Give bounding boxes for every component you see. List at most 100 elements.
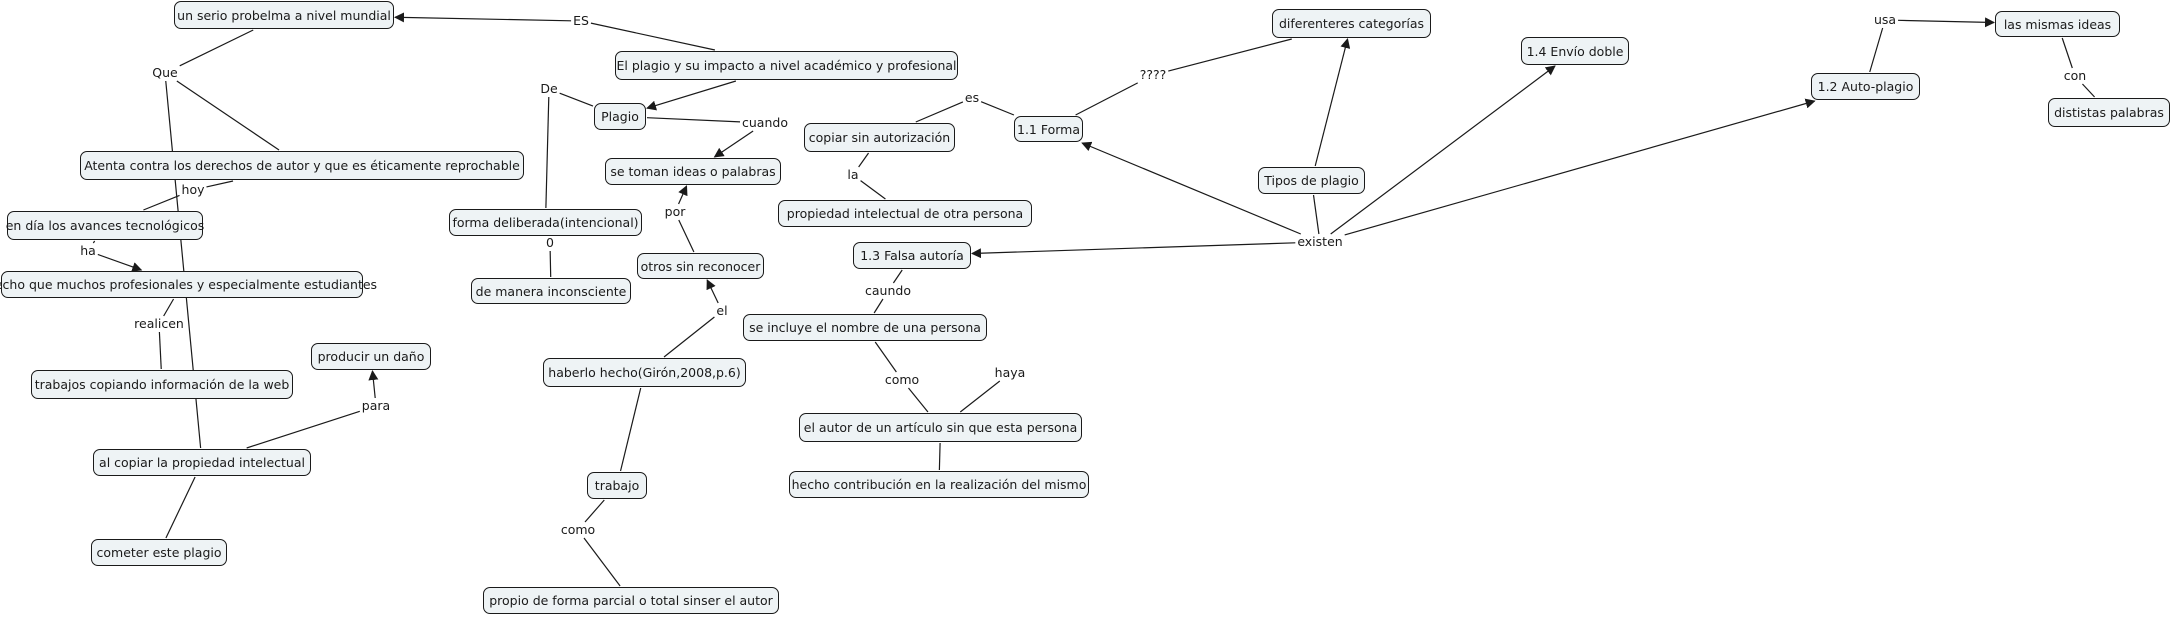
connection-line-n22-n23 bbox=[938, 442, 941, 471]
connection-line-l_existen-n20 bbox=[971, 242, 1296, 259]
concept-node-trabajos-copiando[interactable]: trabajos copiando información de la web bbox=[31, 370, 293, 399]
link-phrase-ha[interactable]: ha bbox=[79, 243, 97, 258]
concept-node-envio-doble[interactable]: 1.4 Envío doble bbox=[1521, 37, 1629, 65]
connection-line-l_por-n4 bbox=[678, 185, 688, 205]
link-phrase-por[interactable]: por bbox=[663, 204, 687, 219]
connection-line-n1-l_que bbox=[179, 29, 254, 67]
concept-node-falsa-autoria[interactable]: 1.3 Falsa autoría bbox=[853, 242, 971, 269]
connection-line-n20-l_caundo bbox=[892, 269, 903, 284]
connection-line-l_que-n5 bbox=[176, 80, 280, 151]
connection-line-l_es_top-n1 bbox=[394, 12, 572, 23]
concept-node-cometer-plagio[interactable]: cometer este plagio bbox=[91, 539, 227, 566]
connection-line-n3-l_de bbox=[559, 92, 594, 107]
concept-node-producir-dano[interactable]: producir un daño bbox=[311, 343, 431, 370]
concept-node-tipos-de-plagio[interactable]: Tipos de plagio bbox=[1258, 167, 1365, 194]
concept-node-trabajo[interactable]: trabajo bbox=[587, 472, 647, 499]
connection-line-n15-l_el bbox=[663, 316, 715, 358]
concept-node-serio-problema[interactable]: un serio probelma a nivel mundial bbox=[174, 1, 394, 29]
link-phrase-el[interactable]: el bbox=[715, 303, 729, 318]
connection-line-l_caundo-n21 bbox=[873, 298, 884, 314]
connection-line-l_usa-n29 bbox=[1898, 17, 1995, 28]
connection-line-n29-l_con bbox=[2061, 37, 2073, 69]
link-phrase-hoy[interactable]: hoy bbox=[180, 182, 206, 197]
connection-line-l_existen-n27 bbox=[1330, 65, 1556, 235]
link-phrase-es-top[interactable]: ES bbox=[572, 13, 590, 28]
connection-line-l_la-n19 bbox=[860, 180, 886, 200]
concept-node-haberlo-hecho[interactable]: haberlo hecho(Girón,2008,p.6) bbox=[543, 358, 746, 387]
concept-node-diferentes-categorias[interactable]: diferenteres categorías bbox=[1272, 9, 1431, 38]
connection-line-l_existen-n24 bbox=[1081, 141, 1302, 235]
connection-line-n26-n25 bbox=[1314, 38, 1351, 167]
connection-line-n28-l_usa bbox=[1869, 27, 1884, 73]
connection-line-l_con-n30 bbox=[2082, 83, 2096, 98]
link-phrase-de[interactable]: De bbox=[539, 81, 559, 96]
link-phrase-question-marks[interactable]: ???? bbox=[1138, 67, 1168, 82]
connection-line-l_cuando-n4 bbox=[713, 130, 754, 158]
connection-line-n10-l_para bbox=[246, 410, 360, 449]
link-phrase-que[interactable]: Que bbox=[151, 65, 179, 80]
concept-node-propiedad-otra-persona[interactable]: propiedad intelectual de otra persona bbox=[778, 200, 1032, 227]
connection-line-l_hoy-n6 bbox=[143, 194, 180, 211]
link-phrase-o[interactable]: 0 bbox=[545, 235, 555, 250]
link-phrase-para[interactable]: para bbox=[360, 398, 392, 413]
connection-line-l_como2-n22 bbox=[908, 387, 929, 413]
connection-line-l_realicen-n8 bbox=[158, 331, 162, 370]
concept-node-manera-inconsciente[interactable]: de manera inconsciente bbox=[471, 278, 631, 304]
connection-line-n2-n3 bbox=[646, 80, 737, 111]
connection-line-n6-l_ha bbox=[92, 240, 96, 244]
connection-line-n2-l_es_top bbox=[590, 22, 716, 51]
connection-line-l_qqqq-n25 bbox=[1168, 38, 1292, 72]
connection-line-l_el-n14 bbox=[706, 279, 719, 304]
link-phrase-haya[interactable]: haya bbox=[993, 365, 1027, 380]
connection-line-n14-l_por bbox=[678, 219, 695, 253]
link-phrase-con[interactable]: con bbox=[2062, 68, 2088, 83]
link-phrase-la[interactable]: la bbox=[846, 167, 860, 182]
connection-line-n10-n11 bbox=[165, 476, 196, 539]
link-phrase-realicen[interactable]: realicen bbox=[133, 316, 185, 331]
concept-node-incluye-nombre[interactable]: se incluye el nombre de una persona bbox=[743, 314, 987, 341]
connection-line-l_para-n9 bbox=[368, 370, 379, 399]
concept-node-hecho-contribucion[interactable]: hecho contribución en la realización del… bbox=[789, 471, 1089, 498]
concept-node-mismas-ideas[interactable]: las mismas ideas bbox=[1995, 11, 2120, 37]
connection-line-n15-n16 bbox=[619, 387, 642, 472]
concept-node-auto-plagio[interactable]: 1.2 Auto-plagio bbox=[1811, 73, 1920, 100]
connection-line-l_o-n13 bbox=[549, 250, 552, 278]
link-phrase-caundo[interactable]: caundo bbox=[864, 283, 912, 298]
concept-node-propio-forma-parcial[interactable]: propio de forma parcial o total sinser e… bbox=[483, 587, 779, 614]
connection-line-n22-l_haya bbox=[959, 380, 1001, 413]
link-phrase-cuando[interactable]: cuando bbox=[741, 115, 789, 130]
connection-line-n24-l_qqqq bbox=[1075, 82, 1139, 116]
connection-line-n16-l_como1 bbox=[584, 499, 605, 523]
concept-node-forma-deliberada[interactable]: forma deliberada(intencional) bbox=[449, 209, 642, 236]
concept-node-avances-tecnologicos[interactable]: en día los avances tecnológicos bbox=[6, 211, 204, 240]
link-phrase-usa[interactable]: usa bbox=[1872, 12, 1898, 27]
link-phrase-es[interactable]: es bbox=[963, 90, 981, 105]
connection-line-l_ha-n7 bbox=[97, 253, 143, 272]
link-phrase-existen[interactable]: existen bbox=[1296, 234, 1344, 249]
concept-node-profesionales-estudiantes[interactable]: hecho que muchos profesionales y especia… bbox=[0, 271, 377, 298]
connection-line-n26-l_existen bbox=[1312, 194, 1320, 235]
connection-line-l_como1-n17 bbox=[583, 537, 621, 587]
connection-line-l_de-n12 bbox=[545, 96, 550, 209]
link-phrase-como-persona[interactable]: como bbox=[883, 372, 921, 387]
concept-node-plagio[interactable]: Plagio bbox=[594, 103, 646, 130]
connection-line-n5-l_hoy bbox=[206, 180, 234, 188]
concept-node-forma[interactable]: 1.1 Forma bbox=[1014, 116, 1083, 142]
concept-node-copiar-sin-autorizacion[interactable]: copiar sin autorización bbox=[804, 123, 955, 152]
concept-node-autor-articulo[interactable]: el autor de un artículo sin que esta per… bbox=[799, 413, 1082, 442]
connection-line-l_existen-n28 bbox=[1344, 98, 1816, 236]
connection-line-n21-l_como2 bbox=[874, 341, 897, 373]
concept-node-root-topic[interactable]: El plagio y su impacto a nivel académico… bbox=[615, 51, 958, 80]
concept-node-atenta-derechos[interactable]: Atenta contra los derechos de autor y qu… bbox=[80, 151, 524, 180]
concept-node-se-toman-ideas[interactable]: se toman ideas o palabras bbox=[605, 158, 781, 185]
connection-line-l_es-n18 bbox=[915, 101, 964, 123]
connection-line-n3-l_cuando bbox=[646, 117, 741, 123]
concept-node-distintas-palabras[interactable]: dististas palabras bbox=[2048, 98, 2170, 127]
connection-line-n24-l_es bbox=[980, 101, 1015, 116]
concept-node-copiar-propiedad[interactable]: al copiar la propiedad intelectual bbox=[93, 449, 311, 476]
connection-line-n7-l_realicen bbox=[163, 298, 175, 317]
concept-node-otros-sin-reconocer[interactable]: otros sin reconocer bbox=[637, 253, 764, 279]
link-phrase-como-trabajo[interactable]: como bbox=[559, 522, 597, 537]
